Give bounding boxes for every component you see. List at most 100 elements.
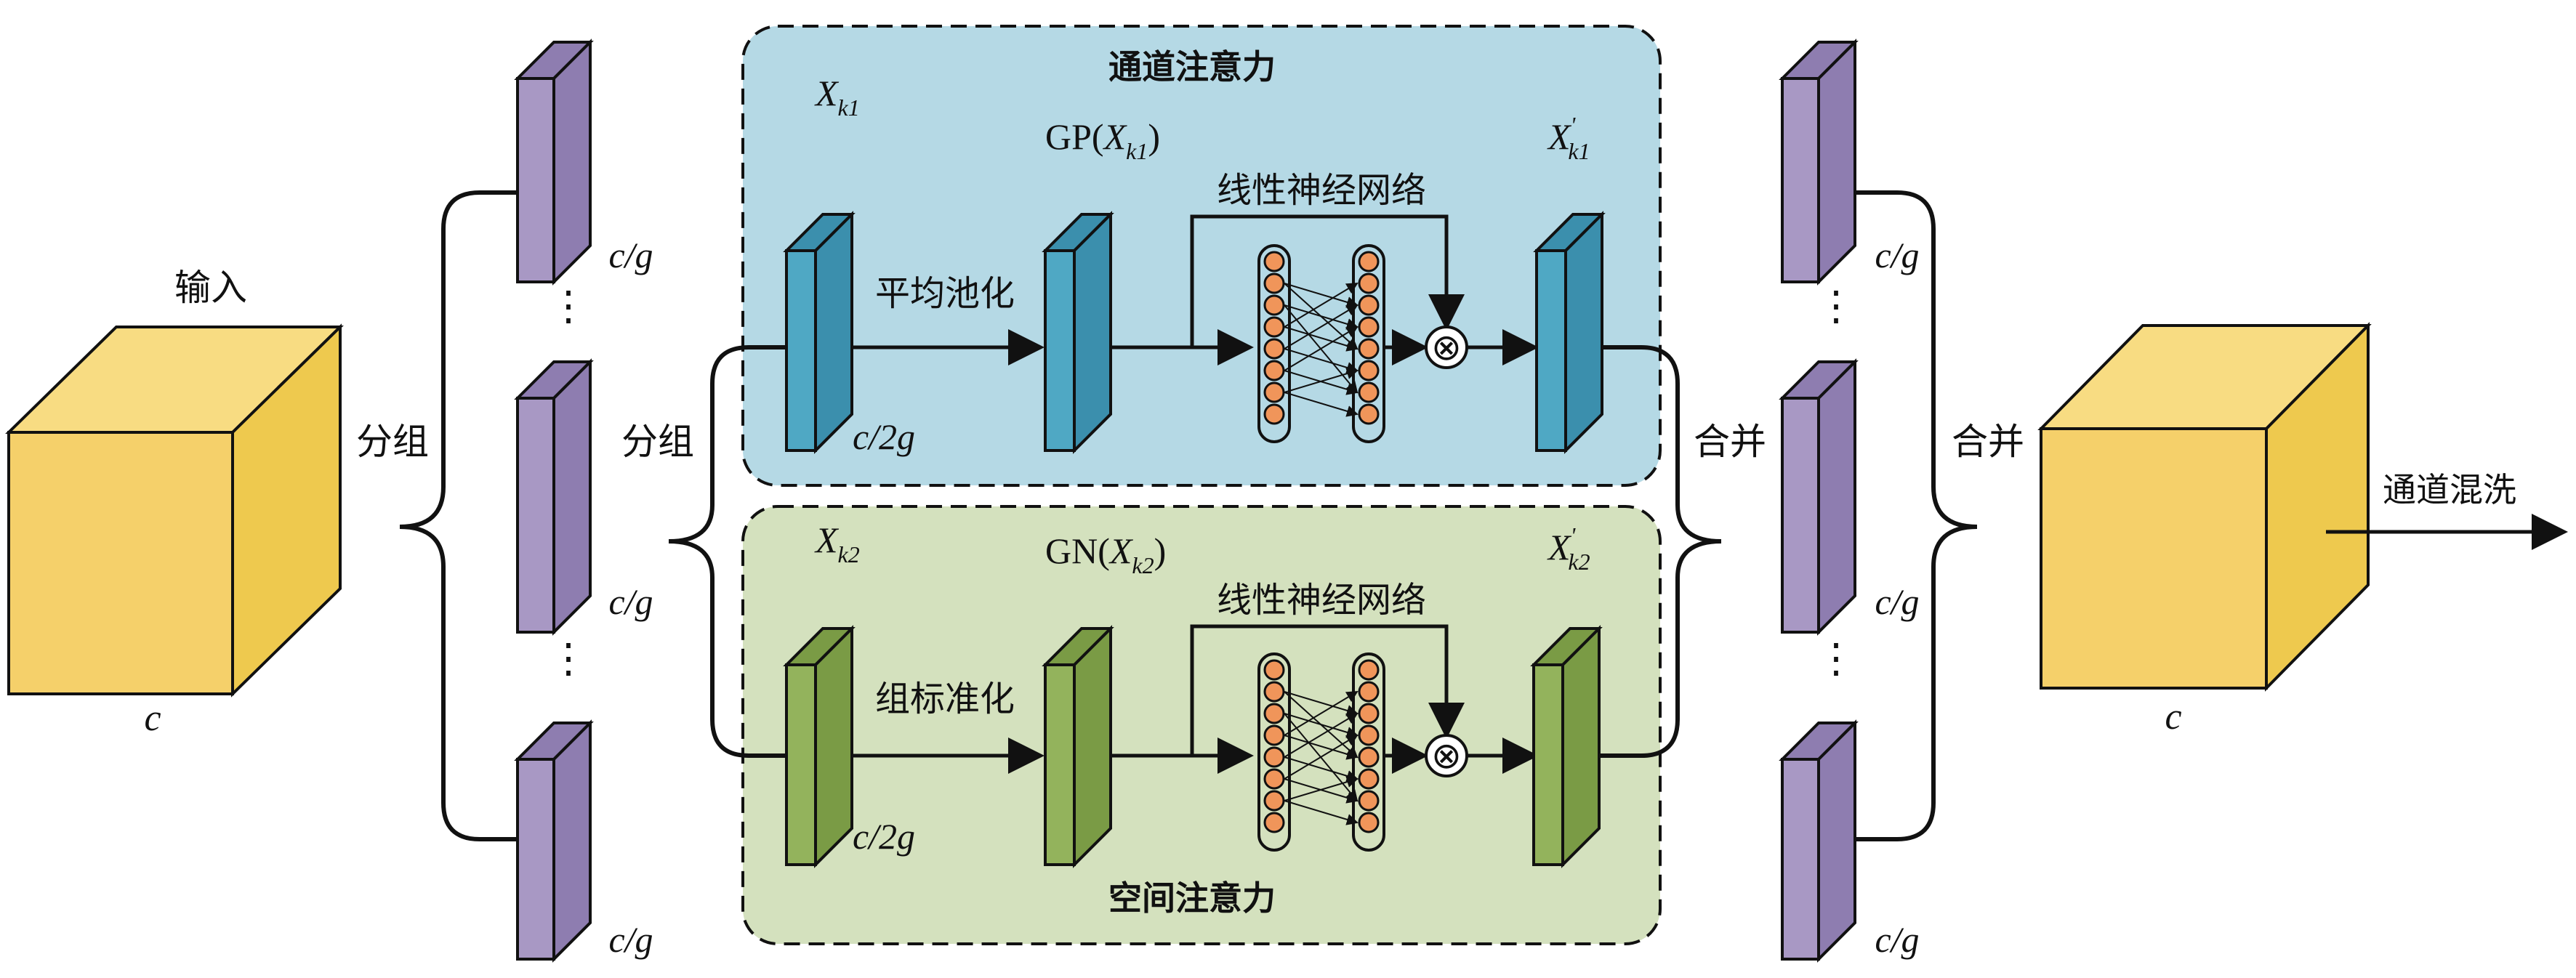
spatial-nn-label: 线性神经网络 <box>1217 580 1426 621</box>
sp-nn-connection <box>1284 713 1359 738</box>
ch-neuron <box>1263 251 1285 272</box>
group-label-1: 分组 <box>356 421 429 463</box>
channel-nn-layer-1 <box>1257 244 1291 443</box>
left-slab-1 <box>514 39 594 286</box>
spatial-skip-connection <box>1190 624 1465 756</box>
left-slab-2-dim: c/g <box>608 581 653 622</box>
ch-nn-connection <box>1284 304 1359 349</box>
output-dim: c <box>2165 696 2181 737</box>
ch-nn-connection <box>1284 304 1359 330</box>
ch-nn-connection <box>1284 304 1359 394</box>
left-brace <box>399 190 518 841</box>
ch-neuron <box>1358 338 1380 360</box>
ch-neuron <box>1358 251 1380 272</box>
input-label: 输入 <box>174 267 247 309</box>
sp-neuron <box>1263 703 1285 724</box>
sp-neuron <box>1263 681 1285 703</box>
sp-neuron <box>1263 790 1285 812</box>
input-cube <box>5 323 344 698</box>
sp-neuron <box>1358 812 1380 833</box>
spatial-output-slab <box>1530 625 1603 868</box>
ch-neuron <box>1263 403 1285 425</box>
merge-label-2: 合并 <box>1952 421 2024 463</box>
spatial-input-dim: c/2g <box>853 816 915 857</box>
ch-neuron <box>1358 294 1380 316</box>
spatial-norm-slab <box>1042 625 1114 868</box>
sp-neuron <box>1358 724 1380 746</box>
channel-input-slab <box>783 211 856 454</box>
ch-neuron <box>1263 316 1285 338</box>
channel-neural-network <box>1257 244 1385 443</box>
spatial-output-var: X'k2 <box>1547 522 1590 575</box>
channel-attention-panel <box>741 25 1662 487</box>
sp-nn-connection <box>1284 712 1359 758</box>
sp-neuron <box>1358 659 1380 681</box>
sp-neuron <box>1358 790 1380 812</box>
ch-nn-connection <box>1284 348 1359 373</box>
output-label: 通道混洗 <box>2383 470 2516 509</box>
sp-neuron <box>1263 746 1285 768</box>
channel-output-slab <box>1533 211 1606 454</box>
ch-neuron <box>1263 272 1285 294</box>
channel-pool-out: GP(Xk1) <box>1045 116 1160 164</box>
spatial-norm-op: 组标准化 <box>875 679 1015 719</box>
channel-input-dim: c/2g <box>853 416 915 457</box>
left-slab-3 <box>514 719 594 963</box>
channel-pool-op: 平均池化 <box>875 273 1015 314</box>
sp-neuron <box>1263 724 1285 746</box>
right-slab-3 <box>1779 719 1859 963</box>
channel-output-var: X'k1 <box>1547 112 1590 164</box>
channel-attention-title: 通道注意力 <box>1108 47 1276 86</box>
ch-neuron <box>1358 272 1380 294</box>
channel-input-var: Xk1 <box>814 73 860 121</box>
spatial-input-slab <box>783 625 856 868</box>
sp-neuron <box>1263 659 1285 681</box>
group-label-2: 分组 <box>621 421 694 463</box>
sp-nn-connection <box>1284 800 1359 825</box>
right-brace <box>1855 190 1978 841</box>
ch-neuron <box>1358 360 1380 381</box>
left-dots-1: ⋮ <box>548 284 589 329</box>
merge-label-1: 合并 <box>1694 421 1766 463</box>
ch-nn-connection <box>1284 368 1359 393</box>
sp-nn-connection <box>1284 756 1359 782</box>
spatial-nn-layer-1 <box>1257 652 1291 852</box>
channel-multiply-symbol: ⊗ <box>1431 327 1462 368</box>
spatial-input-var: Xk2 <box>814 520 860 567</box>
middle-left-brace <box>668 345 786 758</box>
ch-neuron <box>1358 316 1380 338</box>
ch-nn-connection <box>1284 283 1359 308</box>
left-slab-1-dim: c/g <box>608 235 653 275</box>
ch-neuron <box>1358 381 1380 403</box>
channel-skip-connection <box>1190 214 1465 347</box>
right-slab-2 <box>1779 358 1859 636</box>
spatial-attention-panel <box>741 505 1662 945</box>
right-dots-1: ⋮ <box>1816 284 1856 329</box>
ch-nn-connection <box>1284 392 1359 417</box>
left-slab-3-dim: c/g <box>608 919 653 960</box>
sp-neuron <box>1263 768 1285 790</box>
sp-neuron <box>1358 768 1380 790</box>
right-slab-1-dim: c/g <box>1875 235 1919 275</box>
spatial-multiply-symbol: ⊗ <box>1431 735 1462 776</box>
ch-neuron <box>1263 381 1285 403</box>
ch-neuron <box>1263 294 1285 316</box>
sp-nn-connection <box>1284 713 1359 802</box>
sp-neuron <box>1358 681 1380 703</box>
ch-nn-connection <box>1284 326 1359 352</box>
input-dim: c <box>144 698 161 739</box>
sp-nn-connection <box>1284 735 1359 760</box>
output-cube <box>2037 322 2372 692</box>
sp-nn-connection <box>1284 691 1359 716</box>
ch-neuron <box>1263 338 1285 360</box>
sp-neuron <box>1263 812 1285 833</box>
spatial-attention-title: 空间注意力 <box>1108 878 1276 918</box>
ch-neuron <box>1263 360 1285 381</box>
left-dots-2: ⋮ <box>548 636 589 682</box>
middle-right-brace <box>1599 345 1722 758</box>
spatial-neural-network <box>1257 652 1385 852</box>
right-slab-3-dim: c/g <box>1875 919 1919 960</box>
right-slab-1 <box>1779 39 1859 286</box>
ch-neuron <box>1358 403 1380 425</box>
